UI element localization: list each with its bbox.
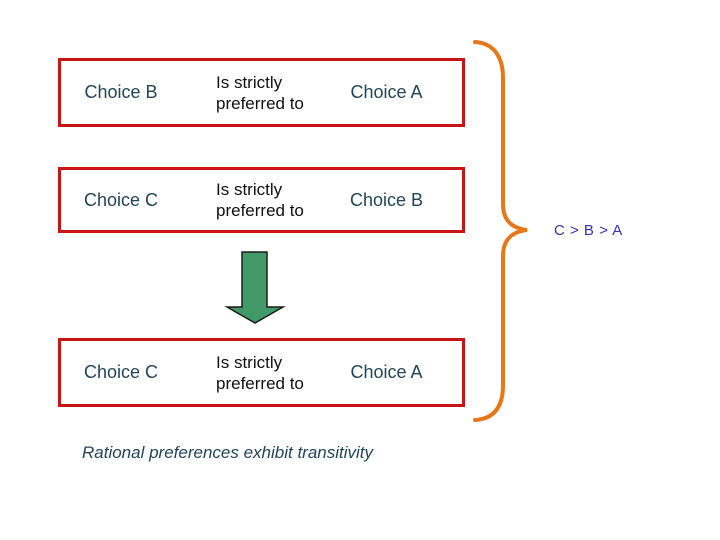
- choice-object-label: Choice A: [350, 82, 423, 102]
- relation-text-line-2: preferred to: [216, 201, 304, 220]
- conclusion-text: C > B > A: [554, 222, 623, 239]
- preference-box-3: Choice C Is strictly preferred to Choice…: [58, 338, 465, 407]
- curly-brace-icon: [473, 40, 528, 422]
- relation-text-line-2: preferred to: [216, 373, 304, 393]
- choice-subject-label: Choice C: [83, 189, 159, 210]
- down-arrow-icon: [224, 251, 286, 324]
- choice-subject-label: Choice B: [84, 82, 158, 102]
- relation-text: Is strictly preferred to: [181, 352, 311, 394]
- relation-text-line-1: Is strictly: [216, 72, 283, 92]
- caption-text: Rational preferences exhibit transitivit…: [82, 443, 374, 462]
- relation-text: Is strictly preferred to: [181, 179, 311, 221]
- relation-text-line-1: Is strictly: [216, 352, 283, 372]
- relation-text-line-2: preferred to: [216, 93, 304, 113]
- preference-box-1: Choice B Is strictly preferred to Choice…: [58, 58, 465, 127]
- choice-object-label: Choice B: [349, 189, 424, 210]
- relation-text: Is strictly preferred to: [181, 72, 311, 114]
- relation-text-line-1: Is strictly: [216, 180, 283, 199]
- choice-subject-label: Choice C: [83, 362, 159, 382]
- choice-object-label: Choice A: [350, 362, 423, 382]
- preference-box-2: Choice C Is strictly preferred to Choice…: [58, 167, 465, 233]
